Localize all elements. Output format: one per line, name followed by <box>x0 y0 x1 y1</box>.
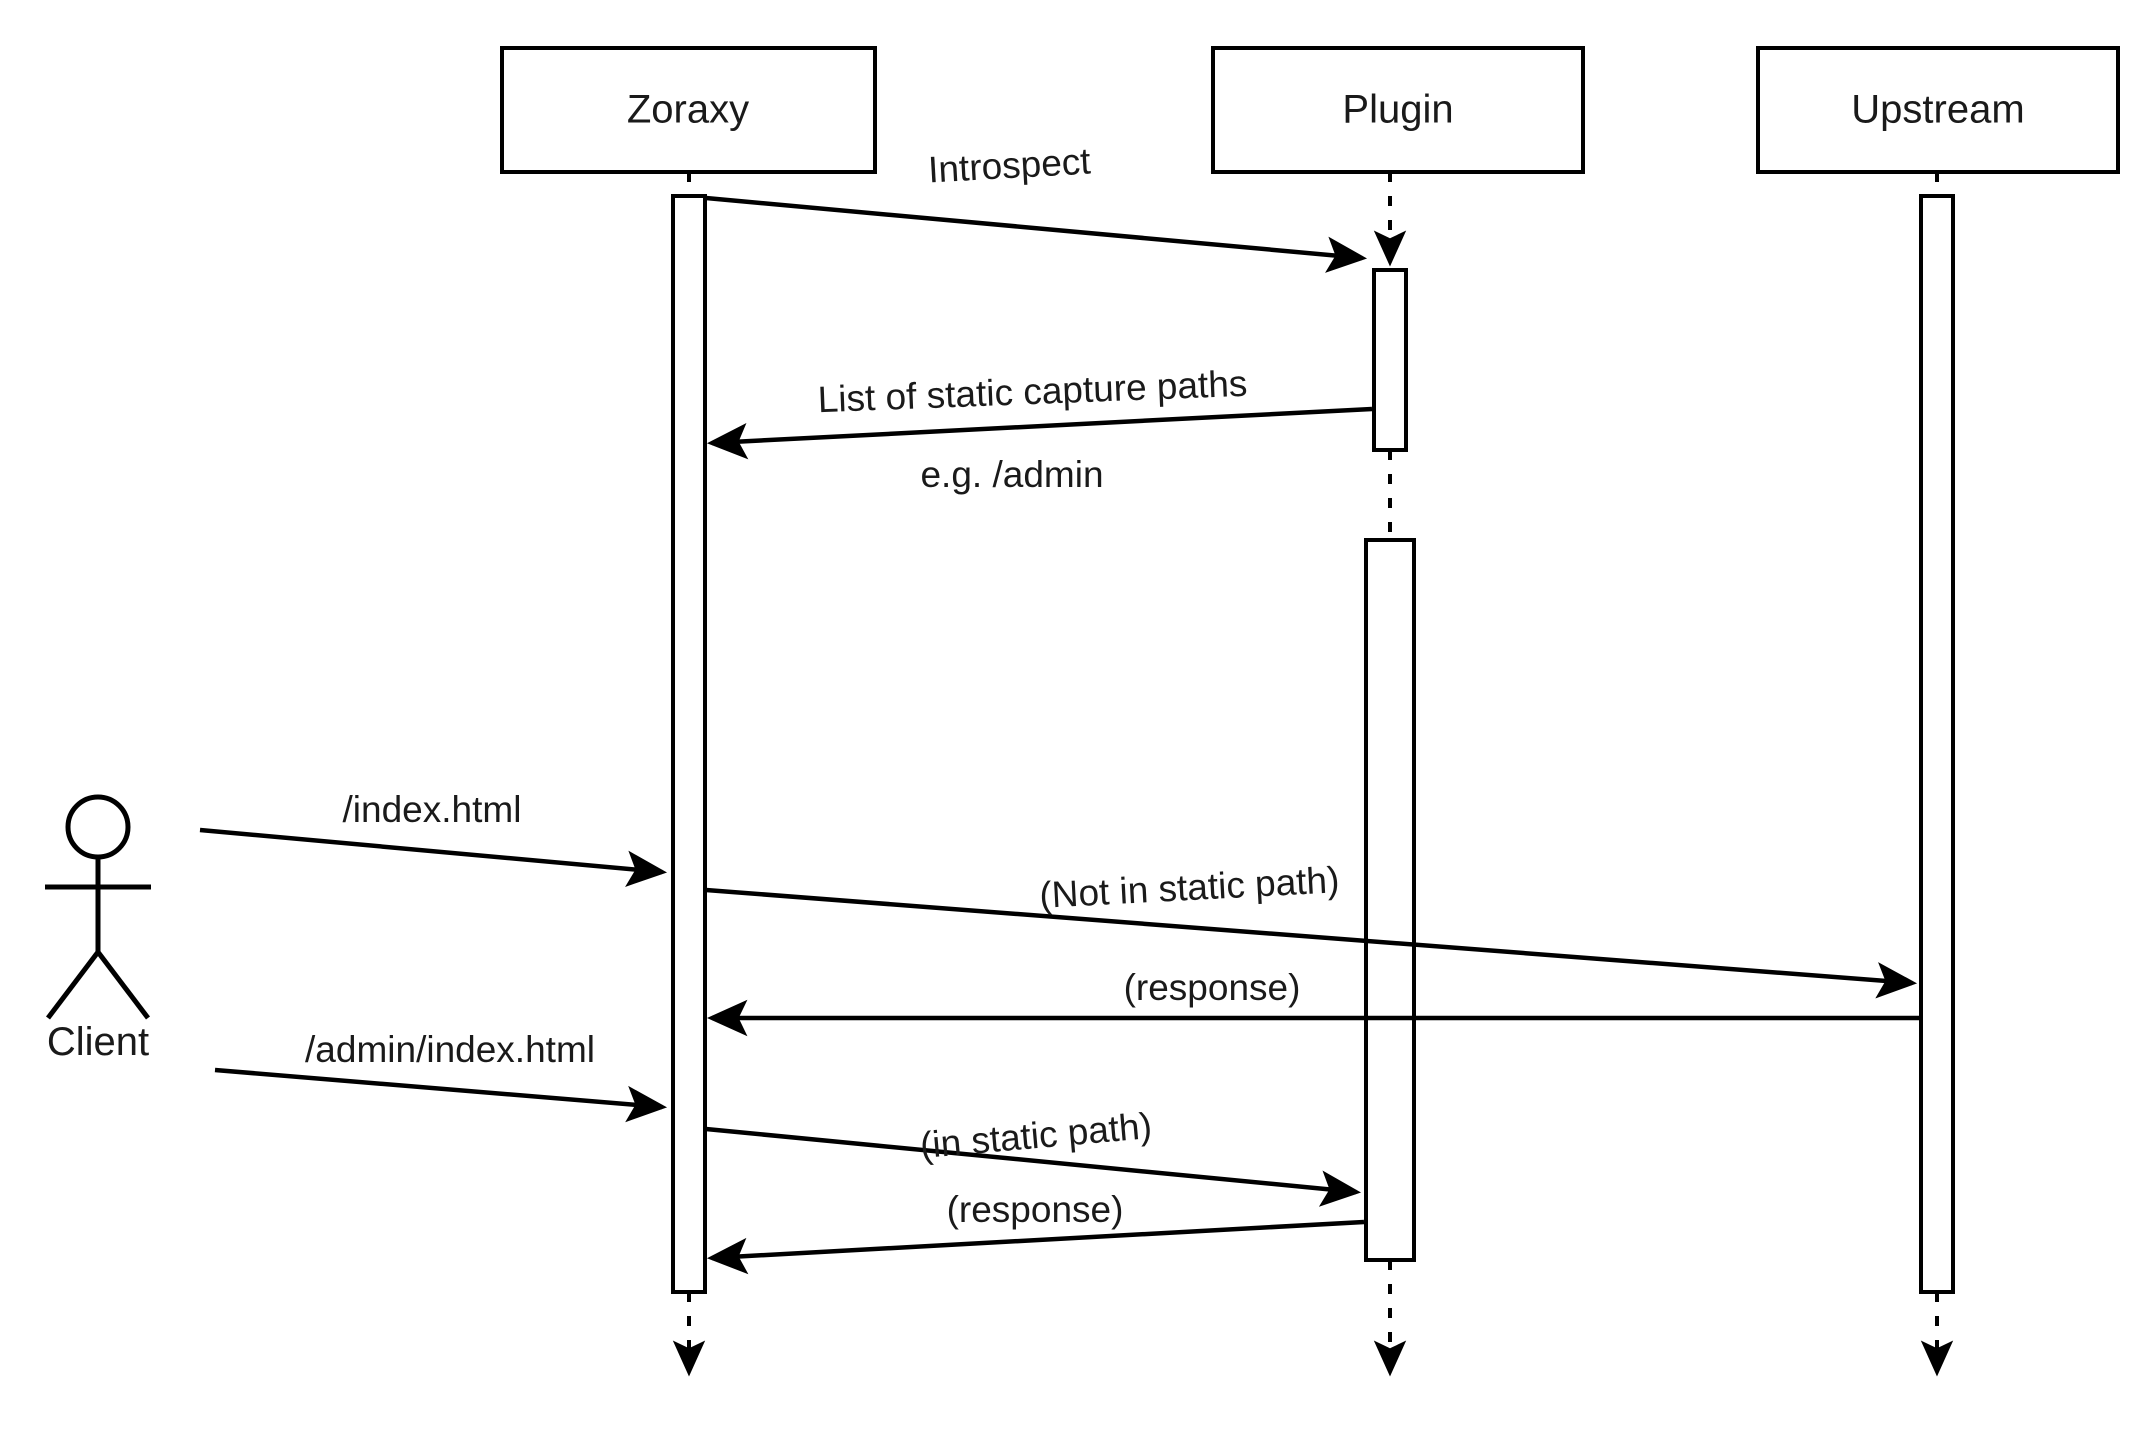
activations-group <box>671 194 1955 1294</box>
message-index-request-label: /index.html <box>343 789 522 830</box>
activation-plugin-introspect[interactable] <box>1372 268 1408 452</box>
message-plugin-response-line <box>706 1219 1365 1275</box>
message-index-request[interactable]: /index.html <box>199 789 668 887</box>
message-admin-request[interactable]: /admin/index.html <box>214 1029 668 1123</box>
activation-plugin-serving[interactable] <box>1364 538 1416 1262</box>
client-head-icon <box>65 794 131 860</box>
actor-client[interactable]: Client <box>45 794 151 1064</box>
client-leg-right <box>96 950 150 1020</box>
message-not-static-label: (Not in static path) <box>1038 859 1340 916</box>
actor-label-client: Client <box>47 1020 149 1064</box>
message-in-static-line <box>705 1126 1362 1207</box>
lifelines-group <box>672 172 1954 1377</box>
message-static-paths-sublabel: e.g. /admin <box>920 454 1103 495</box>
participant-label-upstream: Upstream <box>1851 88 2024 132</box>
message-plugin-response[interactable]: (response) <box>706 1189 1365 1275</box>
message-in-static[interactable]: (in static path) <box>705 1105 1362 1207</box>
participant-box-plugin[interactable] <box>1211 46 1585 174</box>
message-static-paths[interactable]: List of static capture paths e.g. /admin <box>706 363 1373 495</box>
participant-upstream[interactable]: Upstream <box>1756 46 2120 174</box>
participant-label-zoraxy: Zoraxy <box>627 88 749 132</box>
participant-label-plugin: Plugin <box>1342 88 1453 132</box>
message-upstream-response[interactable]: (response) <box>706 967 1919 1037</box>
message-upstream-response-label: (response) <box>1124 967 1301 1008</box>
message-introspect[interactable]: Introspect <box>705 140 1368 273</box>
message-index-request-line <box>199 827 668 887</box>
activation-zoraxy[interactable] <box>671 194 707 1294</box>
message-plugin-response-label: (response) <box>947 1189 1124 1230</box>
participant-box-zoraxy[interactable] <box>500 46 877 174</box>
participant-box-upstream[interactable] <box>1756 46 2120 174</box>
client-leg-left <box>46 950 100 1020</box>
participant-zoraxy[interactable]: Zoraxy <box>500 46 877 174</box>
message-not-static[interactable]: (Not in static path) <box>705 859 1918 999</box>
message-static-paths-label: List of static capture paths <box>817 363 1248 420</box>
message-not-static-line <box>705 887 1918 999</box>
activation-upstream[interactable] <box>1919 194 1955 1294</box>
message-admin-request-line <box>214 1067 668 1123</box>
message-introspect-line <box>705 195 1368 273</box>
message-admin-request-label: /admin/index.html <box>305 1029 595 1070</box>
message-in-static-label: (in static path) <box>918 1105 1153 1166</box>
message-static-paths-line <box>706 406 1373 460</box>
participant-plugin[interactable]: Plugin <box>1211 46 1585 174</box>
message-introspect-label: Introspect <box>927 140 1092 190</box>
